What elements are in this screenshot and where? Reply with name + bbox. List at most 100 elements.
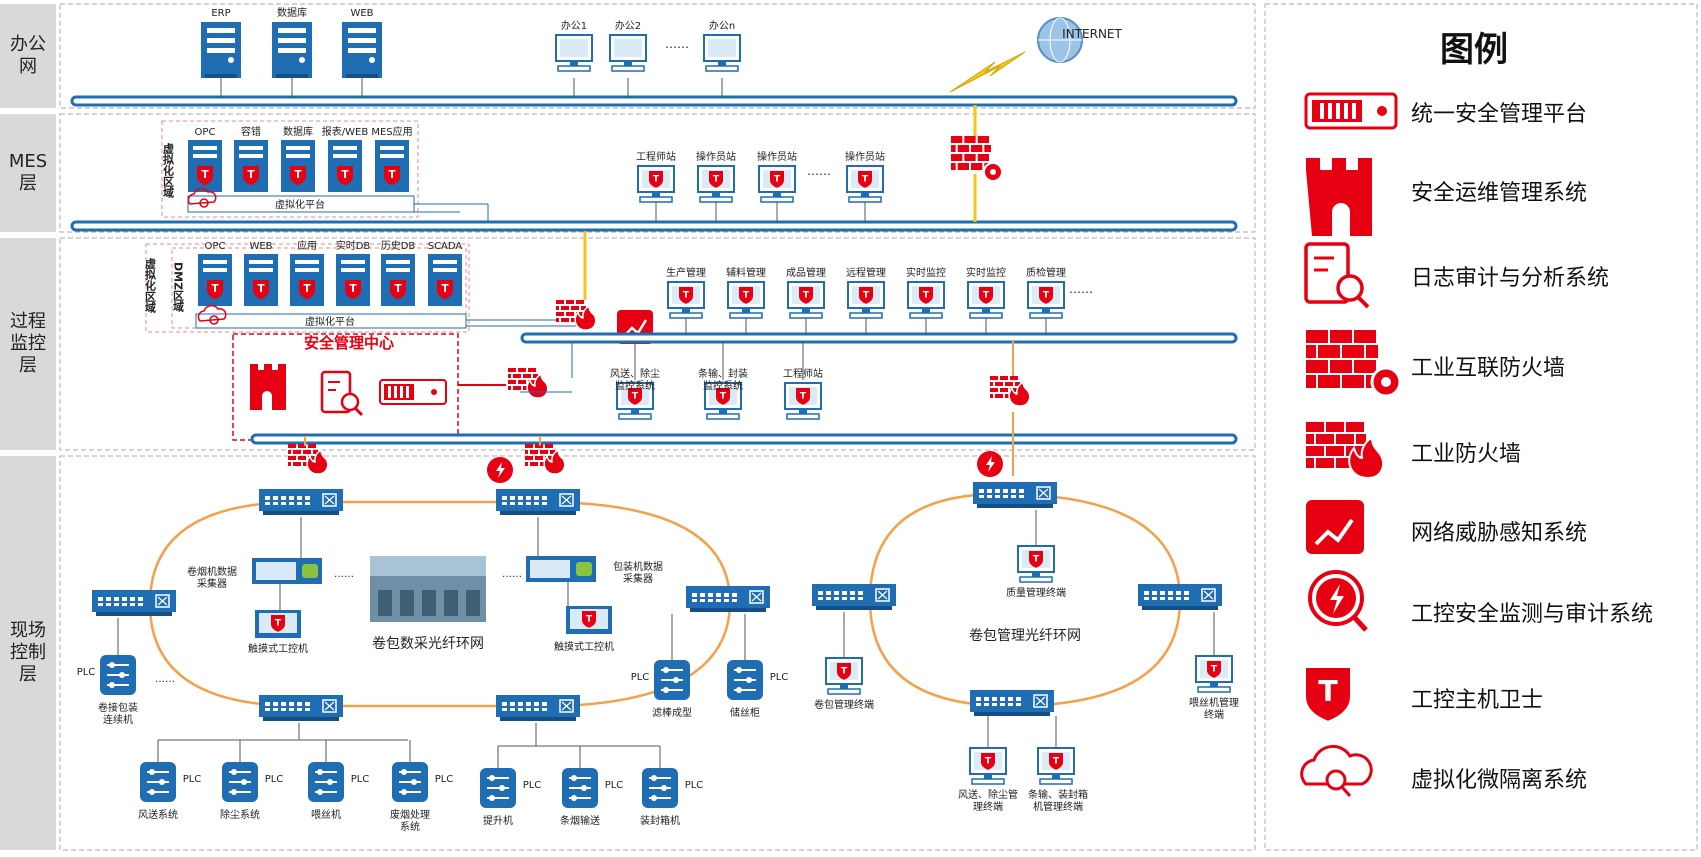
vm-server-icon: T报表/WEB [322, 125, 368, 192]
guard-letter: T [441, 283, 449, 295]
guard-letter: T [211, 283, 219, 295]
link-line [324, 495, 335, 505]
workstation-label: 生产管理 [666, 266, 706, 279]
vm-server-icon: T 数据库 [281, 125, 315, 192]
workstation-icon: T 操作员站 [757, 150, 797, 203]
host-guard-icon: T [299, 280, 315, 300]
switch-icon [259, 489, 343, 515]
layer-label-text: 过程 监控 层 [10, 311, 46, 376]
switch-icon [1138, 584, 1222, 610]
plc-label: 装封箱机 [640, 814, 680, 827]
host-guard-icon: T [345, 280, 361, 300]
plc-label: 废烟处理系统 [390, 808, 430, 833]
link-line [561, 495, 572, 505]
guard-letter: T [774, 175, 781, 185]
plc-tag: PLC [605, 780, 624, 791]
host-guard-icon: T [390, 280, 406, 300]
vm-server-icon: T容错 [234, 125, 268, 192]
plc-tag: PLC [183, 774, 202, 785]
guard-letter: T [923, 291, 930, 301]
terminal-label: 条输、装封箱机管理终端 [1028, 788, 1088, 813]
guard-letter: T [863, 291, 870, 301]
link-line [561, 701, 572, 711]
host-guard-icon: T [197, 166, 213, 186]
guard-letter: T [803, 291, 810, 301]
server-icon: ERP [201, 8, 241, 78]
vm-server-label: 历史DB [381, 240, 416, 252]
plc-tag: PLC [685, 780, 704, 791]
link-line [1340, 786, 1352, 797]
process-bus-top [520, 332, 1238, 344]
guard-letter: T [1318, 674, 1338, 708]
server-label: 数据库 [277, 6, 307, 19]
link-line [353, 406, 364, 417]
legend-title: 图例 [1440, 30, 1508, 70]
guard-letter: T [1043, 291, 1050, 301]
mes-dots: …… [807, 164, 831, 178]
guard-letter: T [303, 283, 311, 295]
legend-item-iic-firewall: 工业互联防火墙 [1411, 356, 1566, 381]
switch-icon [496, 695, 580, 721]
proc-vzone-frame [145, 243, 470, 333]
host-guard-icon: T [796, 388, 810, 405]
layer-label-mes: MES 层 [0, 114, 56, 232]
layer-label-text: 现场 控制 层 [10, 620, 46, 685]
host-guard-icon: T [649, 171, 663, 188]
guard-letter: T [275, 619, 282, 629]
link-line [1203, 590, 1214, 600]
legend-iic-firewall-icon [1306, 330, 1402, 398]
legend-item-firewall: 工业防火墙 [1411, 442, 1522, 467]
guard-letter: T [294, 169, 302, 181]
field-firewall-2 [525, 444, 566, 475]
proc-platform-bar [195, 313, 467, 329]
server-icon: 数据库 [272, 6, 312, 78]
layer-label-process: 过程 监控 层 [0, 238, 56, 450]
workstation-icon: T [1195, 655, 1233, 693]
switch-icon [812, 584, 896, 610]
collector-icon [526, 556, 596, 582]
host-guard-icon: T [437, 280, 453, 300]
workstation-label: 办公n [709, 19, 735, 32]
server-label: ERP [211, 8, 230, 19]
brick-wall [1306, 330, 1378, 388]
plc-icon: PLC 装封箱机 [640, 768, 703, 827]
touch1-label: 触摸式工控机 [248, 642, 308, 655]
host-guard-icon: T [1029, 551, 1043, 568]
lightning-icon [949, 51, 1026, 93]
workstation-label: 实时监控 [906, 266, 946, 279]
proc-vzone-label: 虚拟化区域 [144, 257, 157, 314]
vm-server-label: 数据库 [283, 125, 313, 138]
workstation-label: 工程师站 [636, 150, 676, 163]
vm-server-label: 实时DB [336, 239, 371, 252]
workstation-icon: 办公2 [609, 19, 647, 72]
plc-tag: PLC [770, 672, 789, 683]
host-guard-icon: T [1049, 753, 1063, 770]
field-firewall-1 [288, 444, 329, 475]
ring2-label: 卷包管理光纤环网 [969, 628, 1081, 644]
vm-server-icon: T应用 [290, 239, 324, 306]
legend-platform-icon [1304, 92, 1398, 130]
host-guard-icon: T [858, 171, 872, 188]
workstation-label: 成品管理 [786, 266, 826, 279]
switch-icon [686, 586, 770, 612]
collector1-label: 卷烟机数据采集器 [187, 565, 237, 590]
layer-label-text: 办公 网 [10, 34, 46, 77]
guard-letter: T [653, 175, 660, 185]
legend-item-ics-monitor: 工控安全监测与审计系统 [1411, 602, 1654, 627]
legend-item-ops: 安全运维管理系统 [1411, 181, 1588, 206]
workstation-label: 操作员站 [757, 150, 797, 163]
guard-letter: T [841, 667, 848, 677]
workstation-label: 操作员站 [696, 150, 736, 163]
guard-letter: T [394, 283, 402, 295]
workstation-icon: T 成品管理 [786, 266, 826, 319]
ops-castle-icon [250, 364, 286, 410]
mes-vzone-label: 虚拟化区域 [162, 142, 175, 199]
legend-threat-sense-icon [1306, 500, 1364, 554]
mes-platform-label: 虚拟化平台 [275, 198, 325, 211]
